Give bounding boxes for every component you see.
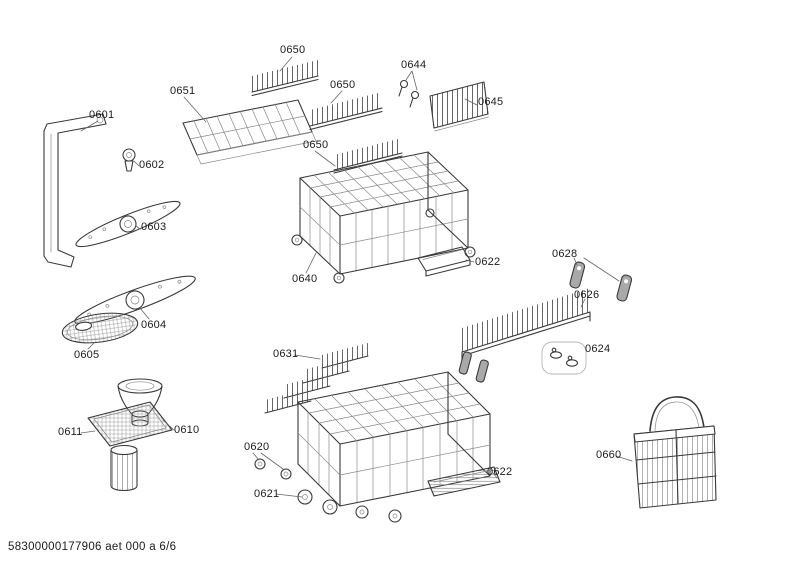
micro-filter-sheet-drawing — [87, 401, 173, 447]
part-label-0640: 0640 — [292, 273, 318, 285]
filter-cylinder-drawing — [110, 444, 138, 492]
part-label-0602: 0602 — [139, 159, 165, 171]
leader-lines — [80, 56, 633, 498]
part-label-0611: 0611 — [58, 426, 83, 438]
part-label-0601: 0601 — [89, 109, 115, 121]
fastener-kit-drawing — [541, 341, 587, 375]
long-tine-row-drawing — [461, 288, 591, 362]
part-label-0622-b: 0622 — [487, 466, 513, 478]
axle-bush-pair-drawing — [254, 458, 292, 480]
part-label-0622-a: 0622 — [475, 256, 501, 268]
spray-arm-bearing-drawing — [122, 148, 136, 172]
upper-spray-arm-drawing — [75, 200, 181, 248]
document-id-footer: 58300000177906 aet 000 a 6/6 — [8, 541, 177, 553]
folding-rack-drawing — [429, 81, 489, 132]
part-label-0628: 0628 — [552, 248, 578, 260]
part-label-0603: 0603 — [141, 221, 167, 233]
lower-tray-drawing — [427, 466, 501, 497]
upper-tray-drawing — [417, 246, 471, 277]
part-label-0610: 0610 — [174, 424, 200, 436]
upper-basket-drawing — [291, 151, 476, 284]
roller-pair-drawing — [297, 489, 338, 515]
tine-row-a-drawing — [251, 60, 319, 97]
retainer-clips-drawing — [569, 261, 633, 302]
part-label-0650-b: 0650 — [330, 79, 356, 91]
water-supply-pipe-drawing — [43, 113, 107, 268]
part-label-0650-c: 0650 — [303, 139, 329, 151]
part-label-0631: 0631 — [273, 348, 299, 360]
part-label-0624: 0624 — [585, 343, 611, 355]
lower-basket-drawing — [297, 371, 491, 523]
part-label-0605: 0605 — [74, 349, 100, 361]
part-label-0660: 0660 — [596, 449, 622, 461]
part-label-0604: 0604 — [141, 319, 167, 331]
small-clips-drawing — [458, 351, 489, 383]
cutlery-basket-drawing — [633, 396, 717, 509]
part-label-0620: 0620 — [244, 441, 270, 453]
cup-shelf-drawing — [182, 99, 317, 165]
tine-row-b-drawing — [309, 92, 383, 131]
part-label-0644: 0644 — [401, 59, 427, 71]
fold-tine-rows-drawing — [264, 343, 369, 414]
clip-pair-drawing — [398, 79, 420, 108]
part-label-0651: 0651 — [170, 85, 196, 97]
part-label-0650-a: 0650 — [280, 44, 306, 56]
part-label-0645: 0645 — [478, 96, 504, 108]
part-label-0621: 0621 — [254, 488, 280, 500]
part-label-0626: 0626 — [574, 289, 600, 301]
strainer-plate-drawing — [61, 312, 139, 344]
